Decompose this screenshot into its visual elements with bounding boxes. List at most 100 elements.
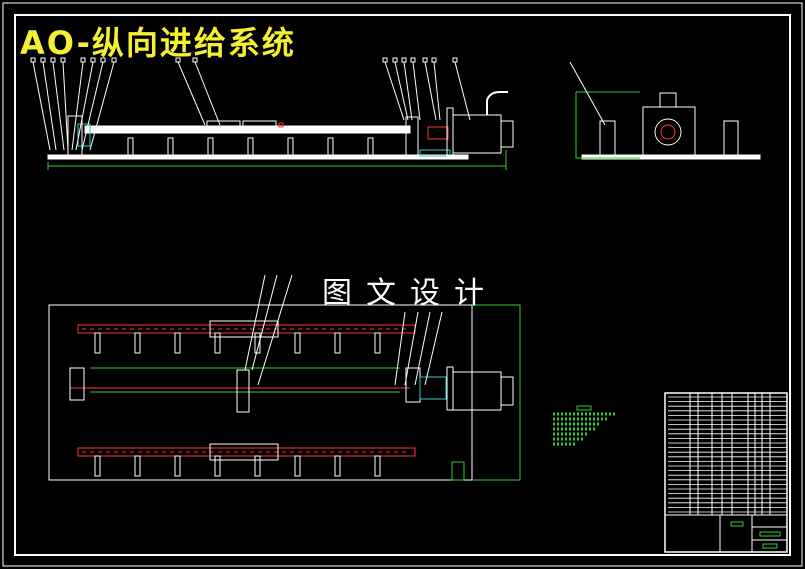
plan-leg bbox=[294, 455, 301, 477]
dimension-line bbox=[47, 150, 507, 170]
guide-rail bbox=[84, 125, 411, 134]
rail-hole bbox=[154, 328, 158, 453]
rail-hole bbox=[114, 328, 118, 453]
watermark: 图文设计 bbox=[322, 276, 498, 311]
marker bbox=[278, 122, 284, 128]
plan-leg bbox=[334, 332, 341, 354]
coupling bbox=[427, 126, 449, 140]
detail-mark bbox=[451, 461, 465, 481]
plan-leg bbox=[174, 455, 181, 477]
rail-hole bbox=[298, 328, 302, 453]
plan-flange bbox=[446, 366, 454, 411]
leader-line bbox=[394, 61, 409, 121]
leader-lines bbox=[30, 57, 471, 151]
plan-coupling bbox=[419, 376, 447, 400]
support-leg bbox=[367, 137, 374, 156]
rail-hole bbox=[266, 328, 270, 453]
coupling-hatch bbox=[419, 149, 451, 157]
plan-leg bbox=[254, 332, 261, 354]
plan-leg bbox=[214, 455, 221, 477]
rail-hole bbox=[314, 328, 318, 453]
rail-hole bbox=[202, 328, 206, 453]
balloon bbox=[452, 57, 458, 63]
title-field bbox=[762, 543, 778, 549]
plan-leg bbox=[94, 332, 101, 354]
plan-leg bbox=[94, 455, 101, 477]
rail-hole bbox=[170, 328, 174, 453]
leader-line bbox=[71, 61, 84, 151]
slide-block-1 bbox=[206, 120, 241, 134]
support-leg bbox=[287, 137, 294, 156]
left-bearing-block bbox=[67, 115, 83, 156]
rail-hole bbox=[306, 328, 310, 453]
plan-leg bbox=[134, 455, 141, 477]
balloon bbox=[175, 57, 181, 63]
plan-motor-cap bbox=[500, 376, 514, 406]
rail-hole bbox=[250, 328, 254, 453]
balloon bbox=[80, 57, 86, 63]
title-field bbox=[730, 521, 744, 527]
balloon bbox=[30, 57, 36, 63]
rail-hole bbox=[234, 328, 238, 453]
leader-line bbox=[424, 61, 437, 121]
rail-hole bbox=[186, 328, 190, 453]
rail-hole bbox=[386, 328, 390, 453]
title-block bbox=[664, 392, 788, 553]
leader-line bbox=[32, 61, 51, 151]
rail-hole bbox=[122, 328, 126, 453]
plan-view bbox=[48, 274, 521, 481]
leader-line bbox=[81, 61, 104, 151]
rail-hole bbox=[146, 328, 150, 453]
leader-line bbox=[62, 61, 69, 151]
balloon bbox=[382, 57, 388, 63]
motor-end-cap bbox=[500, 120, 514, 148]
side-top-block bbox=[659, 92, 677, 108]
rail-hole bbox=[162, 328, 166, 453]
plan-leg bbox=[374, 455, 381, 477]
rail-hole bbox=[210, 328, 214, 453]
support-leg bbox=[127, 137, 134, 156]
rail-hole bbox=[290, 328, 294, 453]
leader-line bbox=[194, 61, 221, 126]
balloon bbox=[100, 57, 106, 63]
balloon bbox=[50, 57, 56, 63]
balloon bbox=[192, 57, 198, 63]
balloon bbox=[401, 57, 407, 63]
leader-line bbox=[412, 61, 421, 121]
left-bearing bbox=[77, 123, 91, 147]
side-leader bbox=[569, 61, 606, 126]
leader-line bbox=[433, 61, 441, 121]
side-dimension bbox=[575, 91, 640, 159]
rail-hole bbox=[402, 328, 406, 453]
slide-block-2 bbox=[242, 120, 277, 134]
side-view bbox=[569, 61, 761, 160]
rail-hole bbox=[354, 328, 358, 453]
rail-hole bbox=[338, 328, 342, 453]
upper-slider bbox=[209, 320, 279, 338]
rail-hole bbox=[242, 328, 246, 453]
leader-line bbox=[454, 61, 471, 121]
plan-leg bbox=[254, 455, 261, 477]
leader-line bbox=[384, 61, 405, 121]
plan-motor bbox=[452, 371, 502, 411]
motor-cable bbox=[486, 91, 508, 115]
rail-hole bbox=[330, 328, 334, 453]
rail-hole bbox=[90, 328, 94, 453]
support-leg bbox=[207, 137, 214, 156]
technical-notes bbox=[553, 405, 615, 446]
rail-hole bbox=[346, 328, 350, 453]
rail-hole bbox=[274, 328, 278, 453]
rail-hole bbox=[282, 328, 286, 453]
plan-leg bbox=[174, 332, 181, 354]
rail-hole bbox=[82, 328, 86, 453]
shaft-inner bbox=[660, 124, 676, 140]
leader-line bbox=[42, 61, 57, 151]
balloon bbox=[111, 57, 117, 63]
rail-hole bbox=[362, 328, 366, 453]
plan-dimension bbox=[472, 304, 521, 481]
plan-leg bbox=[294, 332, 301, 354]
plan-leg bbox=[334, 455, 341, 477]
balloon bbox=[410, 57, 416, 63]
balloon bbox=[422, 57, 428, 63]
rail-hole bbox=[98, 328, 102, 453]
